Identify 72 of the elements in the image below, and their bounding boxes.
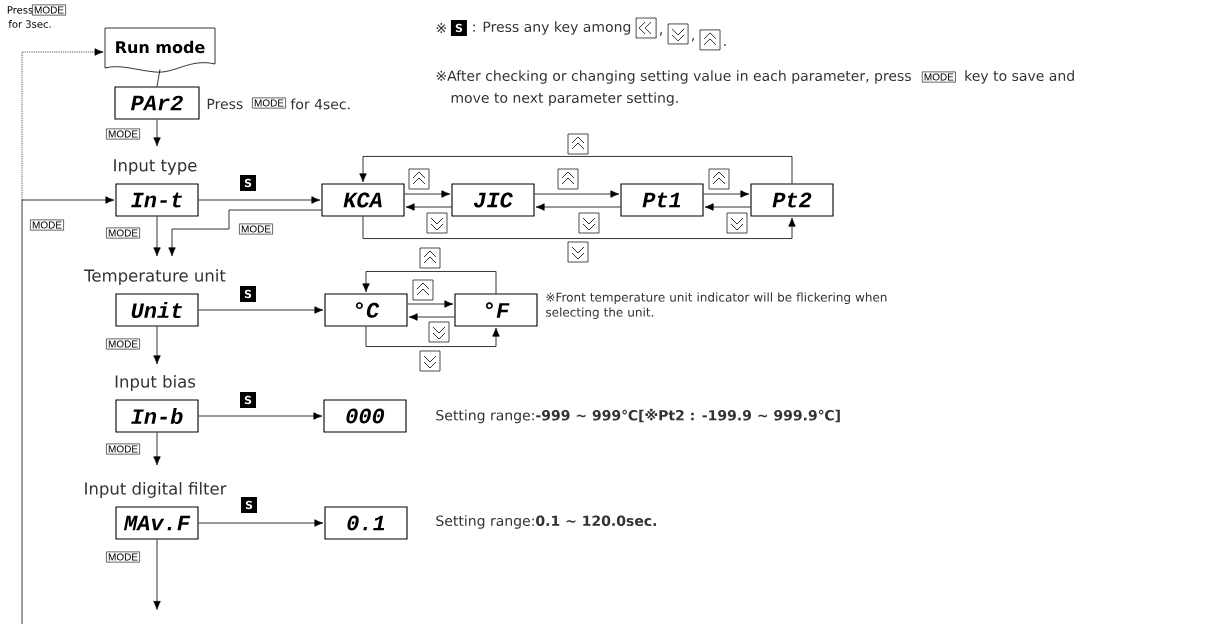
arrow [534, 190, 620, 198]
arrow [704, 203, 751, 211]
arrow [359, 156, 793, 184]
mode-key: MODE [106, 338, 140, 350]
display-box: Pt1 [620, 183, 704, 217]
display-box: MAv.F [115, 506, 199, 540]
instruction-text: Press [207, 98, 243, 110]
mode-key: MODE [106, 227, 140, 239]
note-text: for 3sec. [8, 20, 51, 28]
display-box: KCA [321, 183, 405, 217]
note-text: ※Front temperature unit indicator will be flickering when selecting the unit. [546, 292, 887, 319]
note-text: ※After checking or changing setting value in each parameter, press [436, 70, 911, 84]
note-text: Press [7, 6, 33, 14]
note-text: ※ [436, 22, 446, 34]
arrow [404, 190, 451, 198]
display-box: Pt2 [750, 183, 834, 217]
arrow [153, 119, 161, 147]
mode-key: MODE [30, 219, 64, 231]
note-text: . [724, 44, 726, 46]
note-text: move to next parameter setting. [451, 92, 678, 106]
arrow [535, 203, 621, 211]
arrow [21, 48, 104, 201]
mode-key: MODE [32, 4, 66, 16]
arrow [153, 216, 161, 257]
arrow [153, 539, 161, 610]
mode-key: MODE [106, 443, 140, 455]
arrow [198, 519, 324, 527]
arrow [362, 216, 796, 239]
note-text: Setting range:0.1 ~ 120.0sec. [436, 515, 656, 529]
arrow [703, 190, 750, 198]
note-text: key to save and [965, 70, 1074, 84]
arrow [365, 326, 500, 347]
mode-key: MODE [252, 97, 286, 109]
parameter-heading: Temperature unit [84, 269, 226, 285]
parameter-heading: Input type [114, 159, 197, 175]
parameter-heading: Input digital filter [85, 482, 227, 498]
display-box: °C [324, 293, 408, 327]
s-key: S [241, 497, 257, 513]
arrow [198, 196, 321, 204]
run-mode-box: Run mode [104, 27, 216, 73]
arrow [153, 432, 161, 466]
arrow [153, 326, 161, 365]
arrow [408, 313, 455, 321]
arrow [362, 271, 497, 294]
arrow [198, 412, 323, 420]
display-box: 000 [323, 399, 407, 433]
display-box: 0.1 [324, 506, 408, 540]
display-box: °F [454, 293, 538, 327]
note-text: , [691, 38, 694, 42]
mode-key: MODE [106, 551, 140, 563]
arrow [21, 196, 115, 624]
display-box: PAr2 [114, 86, 200, 120]
note-text: Setting range:-999 ~ 999℃[※Pt2 : -199.9 ~ 999.9℃] [436, 408, 840, 424]
s-key: S [240, 175, 256, 191]
s-key: S [240, 392, 256, 408]
arrow [405, 203, 452, 211]
display-box: Unit [115, 293, 199, 327]
display-box: In-b [115, 399, 199, 433]
arrow [168, 209, 322, 257]
mode-key: MODE [921, 71, 956, 83]
s-key: S [240, 286, 256, 302]
display-box: In-t [115, 183, 199, 217]
parameter-heading: Input bias [115, 375, 196, 391]
mode-key: MODE [106, 128, 140, 140]
arrow [198, 306, 324, 314]
arrow [407, 300, 454, 308]
display-box: JIC [451, 183, 535, 217]
note-text: , [659, 32, 662, 36]
instruction-text: for 4sec. [290, 98, 350, 110]
note-text: : Press any key among [473, 21, 631, 35]
mode-key: MODE [239, 223, 273, 235]
s-key: S [450, 20, 467, 36]
